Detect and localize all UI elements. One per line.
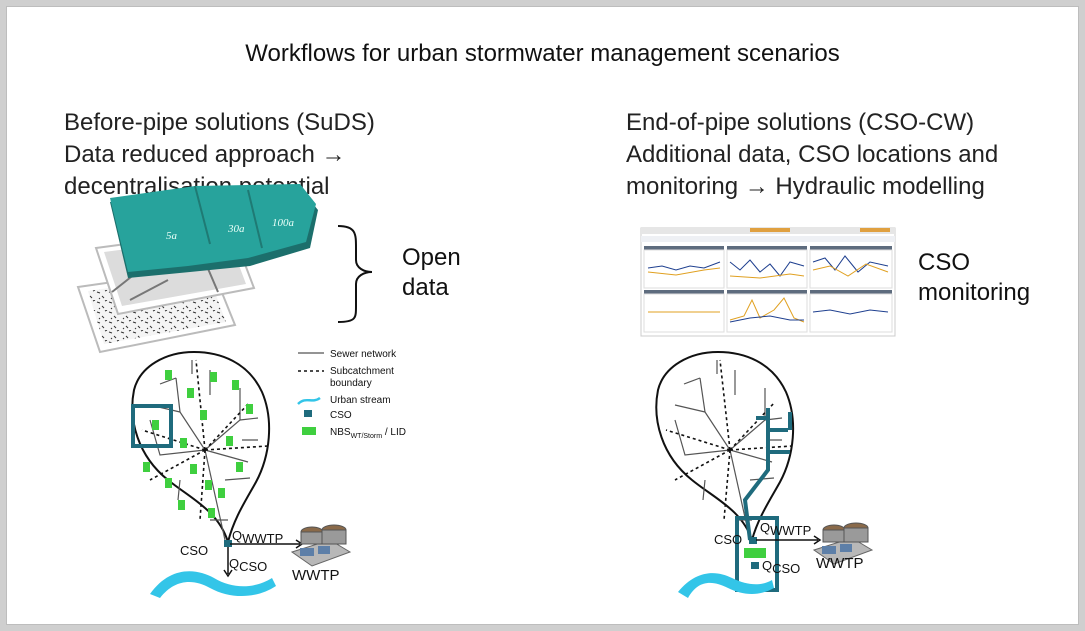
right-cso-label: CSO <box>714 532 742 547</box>
left-subcatchment-boundaries <box>141 359 269 521</box>
layer-label-30a: 30a <box>227 223 245 235</box>
left-q-wwtp-sub: WWTP <box>242 531 283 546</box>
left-sewer-network <box>149 360 259 541</box>
left-q-wwtp-main: Q <box>232 528 242 543</box>
layer-label-5a: 5a <box>166 230 178 242</box>
right-heading-line-3: monitoring → Hydraulic modelling <box>626 173 985 200</box>
left-zoom-box <box>131 404 173 448</box>
right-flow-arrows <box>756 535 822 545</box>
right-heading-line-1: End-of-pipe solutions (CSO-CW) <box>626 109 975 136</box>
legend-subcatchment-label-1: Subcatchment <box>330 366 394 377</box>
legend: Sewer network Subcatchment boundary Urba… <box>297 349 406 440</box>
left-urban-stream <box>150 571 276 598</box>
right-wwtp-icon <box>812 522 874 565</box>
curly-brace <box>337 225 373 323</box>
right-subcatchment-boundaries <box>665 359 793 521</box>
left-wwtp-icon <box>290 524 352 567</box>
right-q-cso-label: QCSO <box>762 558 800 576</box>
right-q-cso-main: Q <box>762 558 772 573</box>
left-heading-line-1: Before-pipe solutions (SuDS) <box>64 109 375 136</box>
left-wwtp-label: WWTP <box>292 567 339 584</box>
right-main-trunk-sewer <box>742 408 792 541</box>
right-wwtp-label: WWTP <box>816 555 863 572</box>
right-q-wwtp-main: Q <box>760 520 770 535</box>
right-catchment-boundary <box>655 350 795 544</box>
slide-title: Workflows for urban stormwater managemen… <box>245 40 840 67</box>
open-data-line-1: Open <box>402 244 461 271</box>
left-heading: Before-pipe solutions (SuDS) Data reduce… <box>64 107 375 203</box>
monitoring-dashboard <box>640 227 896 337</box>
legend-nbs-sub: WT/Storm <box>351 433 383 440</box>
left-nbs-units <box>143 370 253 518</box>
right-urban-stream <box>678 573 774 598</box>
right-cso-outlet-marker <box>751 562 759 569</box>
legend-stream-swatch <box>297 396 321 405</box>
legend-nbs-swatch <box>302 427 316 435</box>
right-cso-marker <box>749 537 757 544</box>
legend-cso-swatch <box>304 410 312 417</box>
legend-cso-label: CSO <box>330 410 352 421</box>
open-data-line-2: data <box>402 274 449 301</box>
left-q-cso-sub: CSO <box>239 559 267 574</box>
legend-nbs-label: NBSWT/Storm / LID <box>330 427 406 440</box>
open-data-label: Open data <box>402 243 461 303</box>
right-constructed-wetland <box>744 548 766 558</box>
cso-monitoring-line-1: CSO <box>918 249 971 276</box>
right-q-wwtp-label: QWWTP <box>760 520 811 538</box>
left-q-cso-label: QCSO <box>229 556 267 574</box>
right-catchment: CSO QWWTP QCSO WWTP <box>655 350 874 598</box>
legend-nbs-main: NBS <box>330 427 351 438</box>
left-cso-marker <box>224 540 232 547</box>
flood-layer: 5a 30a 100a <box>110 184 318 278</box>
cso-monitoring-label: CSO monitoring <box>918 248 1030 308</box>
right-heading-line-2: Additional data, CSO locations and <box>626 141 999 168</box>
layer-label-100a: 100a <box>272 217 295 229</box>
right-heading: End-of-pipe solutions (CSO-CW) Additiona… <box>626 107 998 203</box>
legend-sewer-label: Sewer network <box>330 349 397 360</box>
legend-nbs-tail: / LID <box>382 427 406 438</box>
open-data-layers: 5a 30a 100a <box>76 184 318 354</box>
legend-subcatchment-label-2: boundary <box>330 378 372 389</box>
cso-monitoring-line-2: monitoring <box>918 279 1031 306</box>
right-q-wwtp-sub: WWTP <box>770 523 811 538</box>
left-q-cso-main: Q <box>229 556 239 571</box>
left-cso-label: CSO <box>180 543 208 558</box>
left-q-wwtp-label: QWWTP <box>232 528 283 546</box>
left-catchment: CSO QWWTP QCSO WWTP <box>131 350 352 598</box>
left-heading-line-2: Data reduced approach → <box>64 141 346 168</box>
right-q-cso-sub: CSO <box>772 561 800 576</box>
legend-stream-label: Urban stream <box>330 395 391 406</box>
